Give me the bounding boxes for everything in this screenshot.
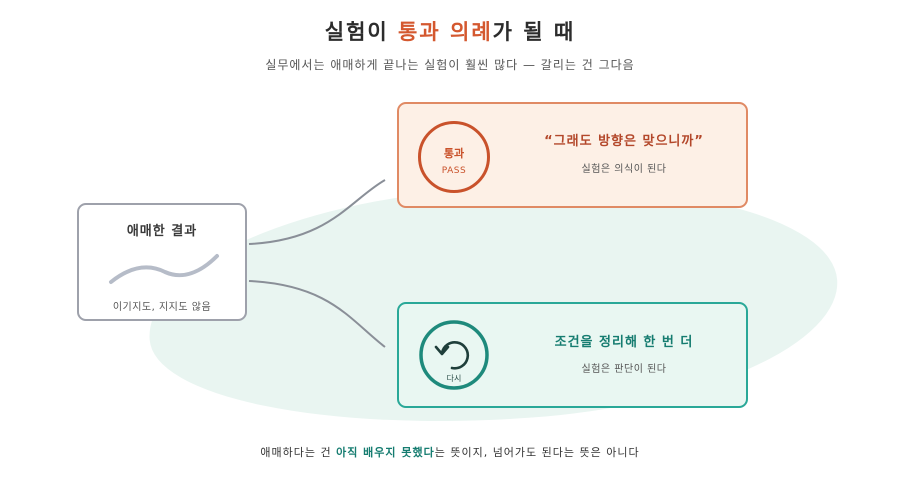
ambiguous-result-caption: 이기지도, 지지도 않음 [112, 302, 212, 313]
wavy-line-icon [109, 254, 219, 284]
retry-arrow-icon [419, 320, 489, 390]
title-part2: 가 될 때 [492, 20, 576, 44]
retry-headline: 조건을 정리해 한 번 더 [554, 335, 694, 350]
footer-part1: 애매하다는 건 [260, 446, 337, 459]
page-subtitle: 실무에서는 애매하게 끝나는 실험이 훨씬 많다 — 갈리는 건 그다음 [265, 58, 635, 72]
pass-stamp-sub: PASS [441, 166, 467, 176]
pass-quote: “그래도 방향은 맞으니까” [544, 134, 704, 149]
retry-box: 다시 조건을 정리해 한 번 더 실험은 판단이 된다 [397, 302, 748, 408]
title-accent: 통과 의례 [398, 20, 493, 44]
ambiguous-result-title: 애매한 결과 [126, 224, 198, 239]
ambiguous-result-box: 애매한 결과 이기지도, 지지도 않음 [77, 203, 247, 321]
retry-icon-label: 다시 [446, 374, 462, 383]
connector-to-pass [248, 179, 386, 245]
pass-stamp-icon: 통과 PASS [418, 121, 490, 193]
pass-stamp-main: 통과 [443, 147, 465, 160]
pass-ritual-box: 통과 PASS “그래도 방향은 맞으니까” 실험은 의식이 된다 [397, 102, 748, 208]
title-part1: 실험이 [324, 20, 399, 44]
footer-caption: 애매하다는 건 아직 배우지 못했다는 뜻이지, 넘어가도 된다는 뜻은 아니다 [0, 444, 900, 460]
pass-note: 실험은 의식이 된다 [581, 164, 667, 175]
page-title: 실험이 통과 의례가 될 때 [0, 16, 900, 46]
footer-part2: 는 뜻이지, 넘어가도 된다는 뜻은 아니다 [434, 446, 640, 459]
connector-to-retry [248, 280, 386, 348]
retry-note: 실험은 판단이 된다 [581, 364, 667, 375]
footer-accent: 아직 배우지 못했다 [336, 446, 435, 459]
